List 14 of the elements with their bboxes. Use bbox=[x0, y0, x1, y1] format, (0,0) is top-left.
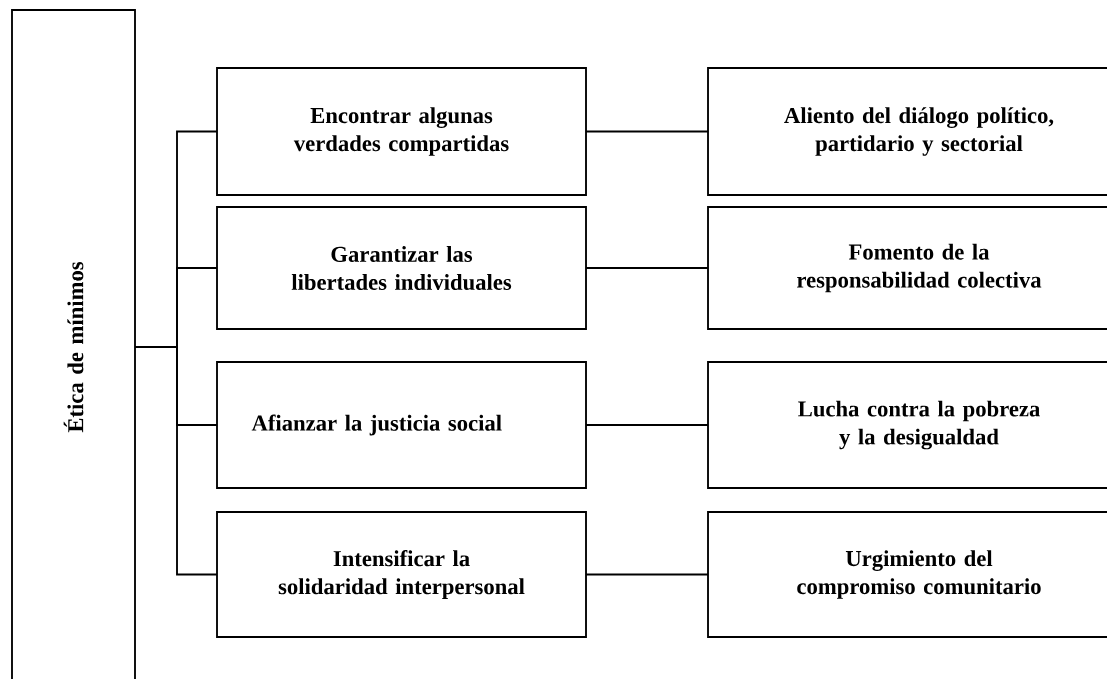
connector bbox=[585, 424, 709, 426]
result-box: Aliento del diálogo político, partidario y sectorial bbox=[707, 67, 1107, 196]
connector bbox=[585, 573, 709, 576]
process-box: Garantizar las libertades individuales bbox=[216, 206, 587, 330]
connector bbox=[134, 346, 218, 576]
connector bbox=[585, 267, 709, 269]
result-box: Fomento de la responsabilidad colectiva bbox=[707, 206, 1107, 330]
vertical-box: Ética de mínimos bbox=[11, 9, 136, 679]
process-box: Encontrar algunas verdades compartidas bbox=[216, 67, 587, 196]
process-box: Afianzar la justicia social bbox=[216, 361, 587, 489]
process-box: Intensificar la solidaridad interpersonal bbox=[216, 511, 587, 638]
connector bbox=[585, 130, 709, 133]
result-box: Urgimiento del compromiso comunitario bbox=[707, 511, 1107, 638]
result-box: Lucha contra la pobreza y la desigualdad bbox=[707, 361, 1107, 489]
